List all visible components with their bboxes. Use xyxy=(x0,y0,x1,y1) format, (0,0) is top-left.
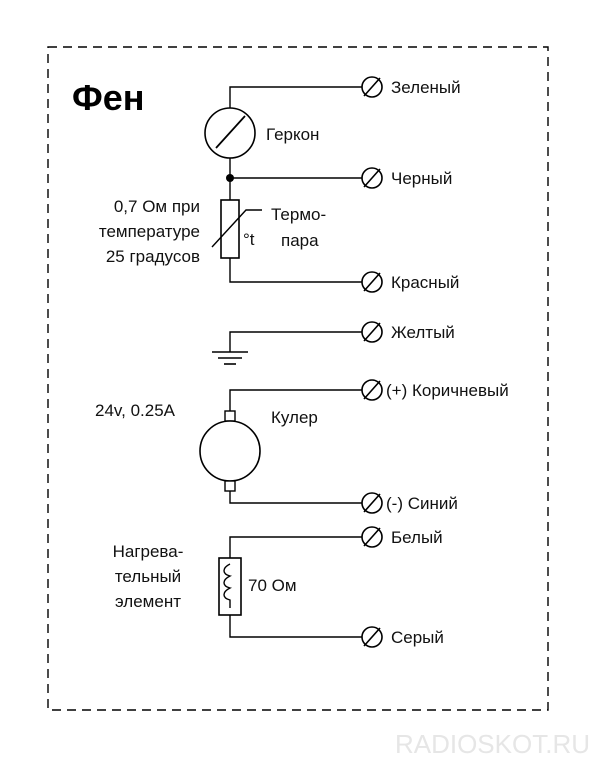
thermocouple-label-line1: Термо- xyxy=(271,205,326,224)
thermistor-spec-line3: 25 градусов xyxy=(106,247,200,266)
heating-element xyxy=(218,536,362,638)
heater-label-line1: Нагрева- xyxy=(113,542,184,561)
device-enclosure xyxy=(47,46,549,711)
terminal-black xyxy=(361,167,383,189)
terminal-green xyxy=(361,76,383,98)
terminal-gray xyxy=(361,626,383,648)
terminal-red xyxy=(361,271,383,293)
thermistor-spec-line1: 0,7 Ом при xyxy=(114,197,200,216)
fan-label: Кулер xyxy=(271,408,318,427)
ground-symbol xyxy=(212,331,362,365)
heater-label-line3: элемент xyxy=(115,592,181,611)
terminal-label-green: Зеленый xyxy=(391,78,461,97)
terminal-blue xyxy=(361,492,383,514)
terminal-label-yellow: Желтый xyxy=(391,323,455,342)
reed-switch xyxy=(204,86,362,178)
device-title: Фен xyxy=(72,77,145,118)
terminal-label-red: Красный xyxy=(391,273,459,292)
watermark: RADIOSKOT.RU xyxy=(395,729,590,759)
terminal-brown xyxy=(361,379,383,401)
reed-switch-label: Геркон xyxy=(266,125,319,144)
thermistor-spec-line2: температуре xyxy=(99,222,200,241)
heater-spec: 70 Ом xyxy=(248,576,297,595)
thermistor-temp-symbol: °t xyxy=(243,230,255,249)
thermistor xyxy=(211,199,362,283)
terminal-yellow xyxy=(361,321,383,343)
fan-spec: 24v, 0.25A xyxy=(95,401,176,420)
terminal-label-gray: Серый xyxy=(391,628,444,647)
fan-motor xyxy=(199,389,362,504)
heater-label-line2: тельный xyxy=(115,567,181,586)
terminal-label-white: Белый xyxy=(391,528,443,547)
thermocouple-label-line2: пара xyxy=(281,231,319,250)
terminal-label-black: Черный xyxy=(391,169,452,188)
terminal-label-blue: (-) Синий xyxy=(386,494,458,513)
terminal-white xyxy=(361,526,383,548)
terminal-label-brown: (+) Коричневый xyxy=(386,381,509,400)
